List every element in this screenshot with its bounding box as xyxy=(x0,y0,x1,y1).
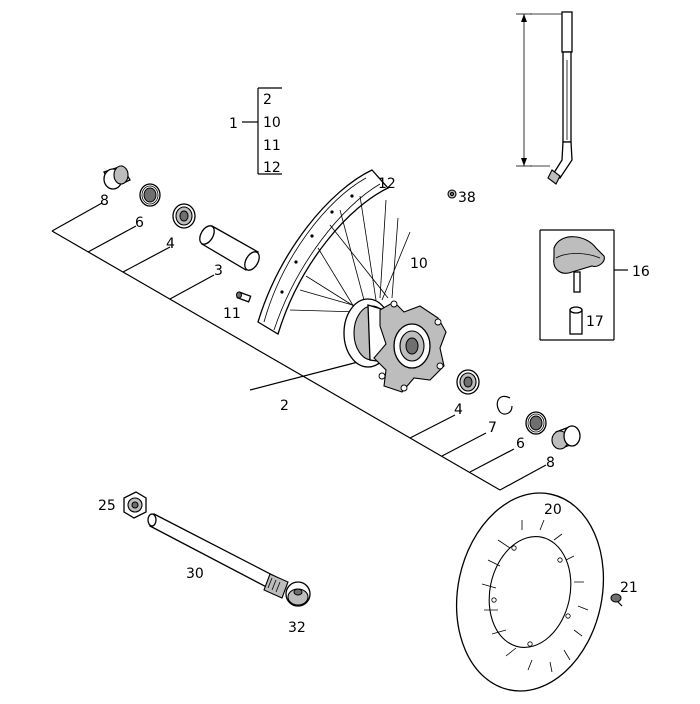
callout-nipple: 11 xyxy=(223,306,241,322)
bearing-left xyxy=(172,203,196,229)
callout-seal-right: 6 xyxy=(516,436,525,452)
callout-disc-screw: 21 xyxy=(620,580,638,596)
callout-kit-main: 1 xyxy=(229,116,238,132)
bearing-right xyxy=(456,369,480,395)
spokes xyxy=(289,195,411,331)
circlip xyxy=(496,395,513,415)
spacer-tube xyxy=(199,225,260,271)
spoke-nipple xyxy=(236,291,252,303)
callout-bushing-right: 8 xyxy=(546,455,555,471)
tube-box xyxy=(539,229,628,341)
disc-screw xyxy=(610,593,623,607)
callout-axle-nut: 25 xyxy=(98,498,116,514)
callout-tube: 16 xyxy=(632,264,650,280)
explode-lines-left xyxy=(51,202,501,491)
seal-left xyxy=(139,183,161,207)
callout-bearing-right: 4 xyxy=(454,402,463,418)
wheel-rim-segment xyxy=(257,169,390,335)
callout-hub: 2 xyxy=(280,398,289,414)
wheel-hub xyxy=(343,298,447,393)
callout-nut-38: 38 xyxy=(458,190,476,206)
explode-lines-right xyxy=(409,414,547,491)
callout-spacer: 3 xyxy=(214,263,223,279)
bushing-left xyxy=(103,165,131,190)
callout-valve: 17 xyxy=(586,314,604,330)
valve-tool xyxy=(516,11,573,185)
callout-seal-left: 6 xyxy=(135,215,144,231)
callout-circlip: 7 xyxy=(488,420,497,436)
brake-disc xyxy=(455,492,605,692)
seal-right xyxy=(525,411,547,435)
callout-brake-disc: 20 xyxy=(544,502,562,518)
callout-kit-item: 12 xyxy=(263,160,281,176)
callout-bearing-left: 4 xyxy=(166,236,175,252)
callout-kit-item: 2 xyxy=(263,92,272,108)
bushing-right xyxy=(551,425,581,450)
callout-kit-item: 11 xyxy=(263,138,281,154)
callout-axle-bushing: 32 xyxy=(288,620,306,636)
nut-38 xyxy=(447,189,457,199)
callout-axle: 30 xyxy=(186,566,204,582)
callout-bushing-left: 8 xyxy=(100,193,109,209)
axle-nut xyxy=(123,491,147,519)
axle-bushing xyxy=(285,581,311,607)
kit-bracket xyxy=(242,87,282,175)
callout-spokes: 10 xyxy=(410,256,428,272)
callout-rim: 12 xyxy=(378,176,396,192)
axle xyxy=(147,513,289,599)
callout-kit-item: 10 xyxy=(263,115,281,131)
